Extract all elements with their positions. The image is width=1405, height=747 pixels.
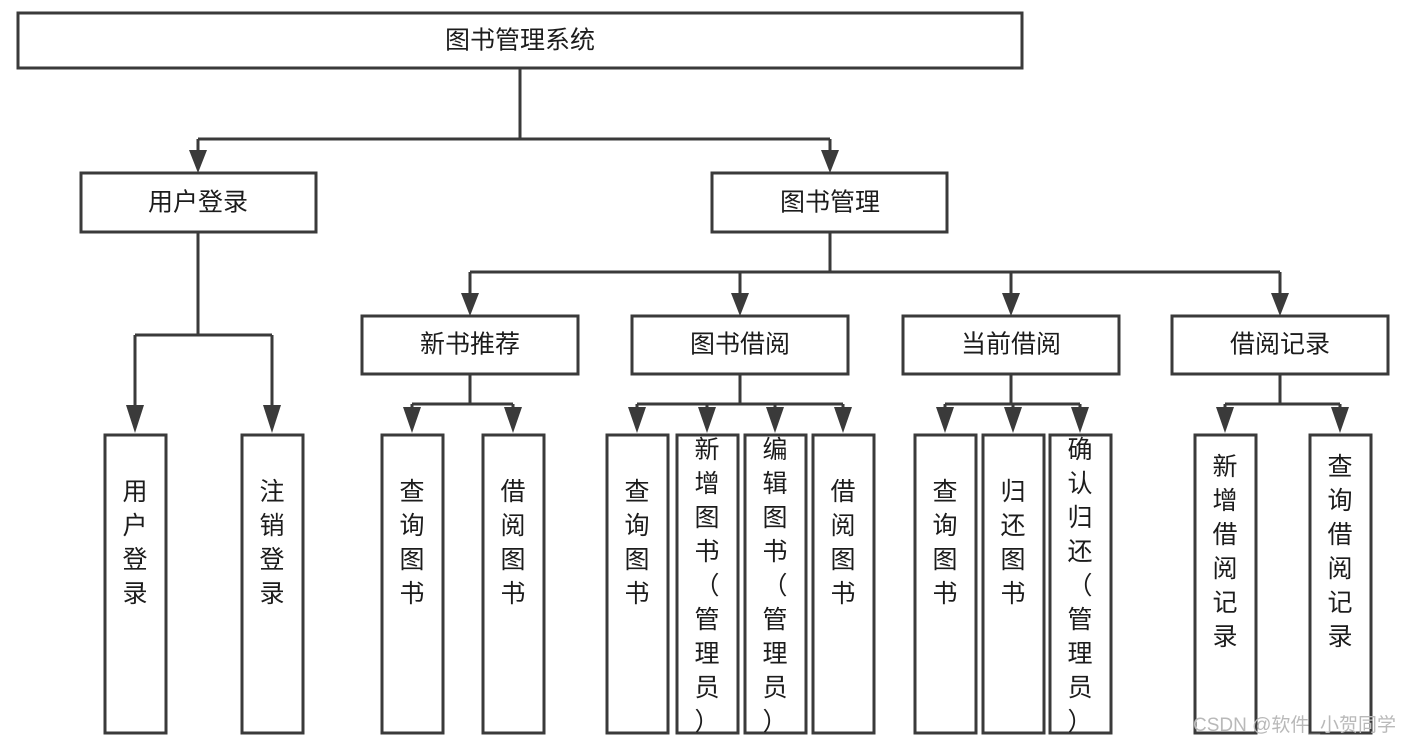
arrow-head-leaf-query-book-1 xyxy=(403,407,421,433)
node-root[interactable]: 图书管理系统 xyxy=(16,11,1024,70)
node-book-management-box[interactable] xyxy=(710,171,949,234)
arrow-head-leaf-add-book xyxy=(698,407,716,433)
node-leaf-confirm-return-label: 确认归还（管理员） xyxy=(1067,436,1092,736)
node-leaf-borrow-book-1[interactable]: 借阅图书 xyxy=(481,433,546,735)
arrow-head-leaf-query-book-2 xyxy=(628,407,646,433)
node-new-book-recommend-box[interactable] xyxy=(360,314,580,376)
node-leaf-user-login[interactable]: 用户登录 xyxy=(103,433,168,735)
node-leaf-add-book[interactable]: 新增图书（管理员） xyxy=(675,433,740,736)
node-leaf-logout-login[interactable]: 注销登录 xyxy=(240,433,305,735)
node-leaf-confirm-return-box[interactable] xyxy=(1048,433,1113,735)
node-current-borrow-label: 当前借阅 xyxy=(961,331,1061,359)
node-leaf-borrow-book-2-label: 借阅图书 xyxy=(830,478,855,608)
node-leaf-borrow-book-2[interactable]: 借阅图书 xyxy=(811,433,876,735)
node-leaf-add-book-label: 新增图书（管理员） xyxy=(694,436,719,736)
node-leaf-borrow-book-1-label: 借阅图书 xyxy=(500,478,525,608)
node-leaf-query-record[interactable]: 查询借阅记录 xyxy=(1308,433,1373,735)
node-root-label: 图书管理系统 xyxy=(445,27,595,55)
node-book-borrow-box[interactable] xyxy=(630,314,850,376)
node-leaf-add-record-label: 新增借阅记录 xyxy=(1212,453,1237,651)
node-new-book-recommend-label: 新书推荐 xyxy=(420,331,520,359)
arrow-head-to-book-borrow xyxy=(731,293,749,316)
node-leaf-query-book-1-box[interactable] xyxy=(380,433,445,735)
node-leaf-edit-book-label: 编辑图书（管理员） xyxy=(762,436,787,736)
node-borrow-record-label: 借阅记录 xyxy=(1230,331,1330,359)
node-new-book-recommend[interactable]: 新书推荐 xyxy=(360,314,580,376)
node-book-borrow[interactable]: 图书借阅 xyxy=(630,314,850,376)
node-user-login-box[interactable] xyxy=(79,171,318,234)
node-borrow-record-box[interactable] xyxy=(1170,314,1390,376)
node-leaf-query-book-3-box[interactable] xyxy=(913,433,978,735)
arrow-head-leaf-borrow-book-1 xyxy=(504,407,522,433)
connector-layer xyxy=(126,68,1349,433)
node-leaf-query-book-1[interactable]: 查询图书 xyxy=(380,433,445,735)
node-leaf-edit-book-box[interactable] xyxy=(743,433,808,735)
node-book-borrow-label: 图书借阅 xyxy=(690,331,790,359)
node-leaf-confirm-return[interactable]: 确认归还（管理员） xyxy=(1048,433,1113,736)
node-leaf-query-book-2[interactable]: 查询图书 xyxy=(605,433,670,735)
arrow-head-to-book-management xyxy=(821,150,839,173)
node-borrow-record[interactable]: 借阅记录 xyxy=(1170,314,1390,376)
node-leaf-return-book-label: 归还图书 xyxy=(1000,478,1025,608)
node-leaf-return-book-box[interactable] xyxy=(981,433,1046,735)
node-leaf-borrow-book-1-box[interactable] xyxy=(481,433,546,735)
node-leaf-add-record-box[interactable] xyxy=(1193,433,1258,735)
node-leaf-query-book-3[interactable]: 查询图书 xyxy=(913,433,978,735)
node-leaf-query-book-3-label: 查询图书 xyxy=(932,478,957,608)
node-leaf-return-book[interactable]: 归还图书 xyxy=(981,433,1046,735)
node-leaf-user-login-box[interactable] xyxy=(103,433,168,735)
arrow-head-leaf-user-login xyxy=(126,405,144,433)
node-user-login-label: 用户登录 xyxy=(148,189,248,217)
csdn-watermark: CSDN @软件_小贺同学 xyxy=(1193,714,1396,736)
node-leaf-query-record-box[interactable] xyxy=(1308,433,1373,735)
arrow-head-leaf-logout-login xyxy=(263,405,281,433)
node-leaf-user-login-label: 用户登录 xyxy=(122,478,147,608)
arrow-head-leaf-query-book-3 xyxy=(936,407,954,433)
node-leaf-query-book-2-label: 查询图书 xyxy=(624,478,649,608)
arrow-head-leaf-query-record xyxy=(1331,407,1349,433)
node-current-borrow-box[interactable] xyxy=(901,314,1121,376)
arrow-head-leaf-add-record xyxy=(1216,407,1234,433)
arrow-head-leaf-confirm-return xyxy=(1071,407,1089,433)
node-current-borrow[interactable]: 当前借阅 xyxy=(901,314,1121,376)
node-leaf-logout-login-box[interactable] xyxy=(240,433,305,735)
node-leaf-logout-login-label: 注销登录 xyxy=(259,478,284,608)
arrow-head-to-current-borrow xyxy=(1002,293,1020,316)
node-leaf-query-book-1-label: 查询图书 xyxy=(399,478,424,608)
arrow-head-leaf-borrow-book-2 xyxy=(834,407,852,433)
node-leaf-query-book-2-box[interactable] xyxy=(605,433,670,735)
arrow-head-to-borrow-record xyxy=(1271,293,1289,316)
arrow-head-leaf-return-book xyxy=(1004,407,1022,433)
node-user-login[interactable]: 用户登录 xyxy=(79,171,318,234)
node-leaf-add-book-box[interactable] xyxy=(675,433,740,735)
arrow-head-leaf-edit-book xyxy=(766,407,784,433)
node-book-management[interactable]: 图书管理 xyxy=(710,171,949,234)
node-leaf-edit-book[interactable]: 编辑图书（管理员） xyxy=(743,433,808,736)
node-leaf-add-record[interactable]: 新增借阅记录 xyxy=(1193,433,1258,735)
node-leaf-query-record-label: 查询借阅记录 xyxy=(1327,453,1352,651)
arrow-head-to-user-login xyxy=(189,150,207,173)
node-leaf-borrow-book-2-box[interactable] xyxy=(811,433,876,735)
node-book-management-label: 图书管理 xyxy=(780,189,880,217)
arrow-head-to-new-book-recommend xyxy=(461,293,479,316)
node-root-box[interactable] xyxy=(16,11,1024,70)
